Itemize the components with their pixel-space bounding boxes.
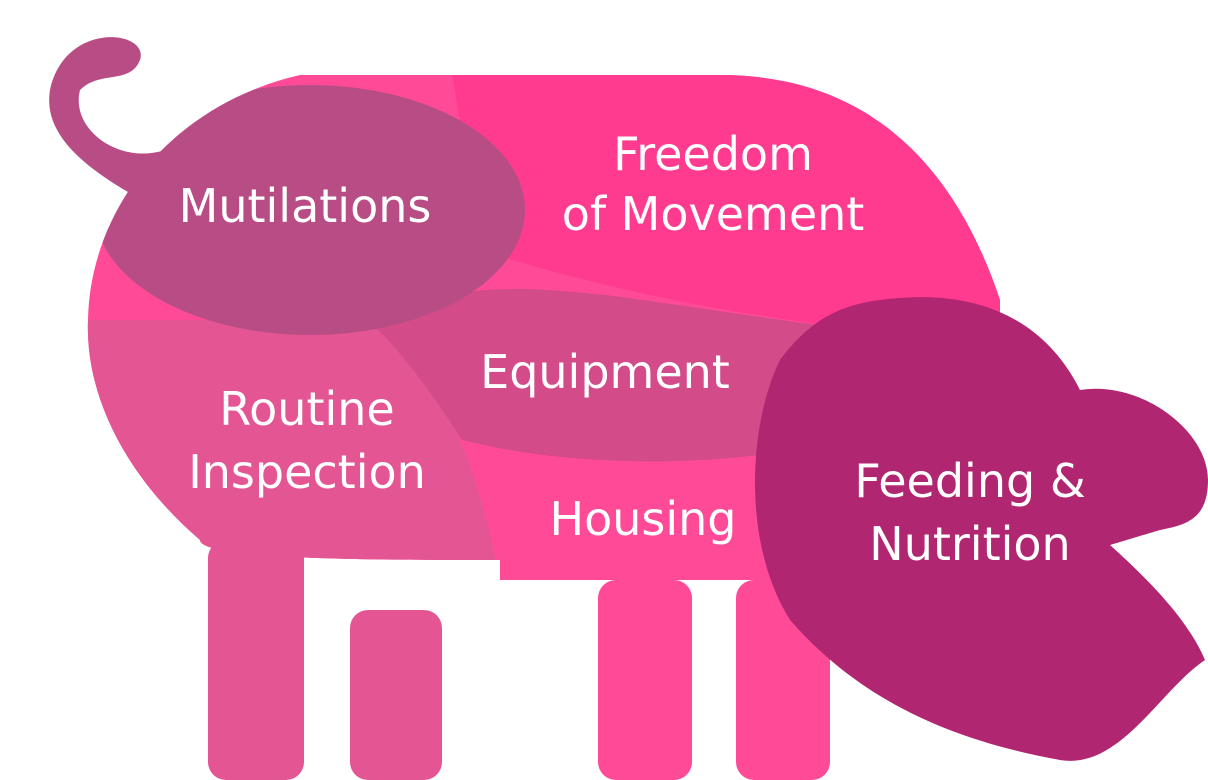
mutilations-region — [95, 85, 525, 335]
leg-back-left — [208, 540, 304, 780]
mutilations-label: Mutilations — [179, 179, 432, 233]
feeding-nutrition-region — [755, 297, 1208, 761]
feeding-nutrition-label-line1: Feeding & — [854, 454, 1085, 508]
freedom-of-movement-line2: of Movement — [562, 187, 865, 241]
routine-inspection-label-line1: Routine — [219, 382, 394, 436]
pig-legs — [208, 540, 830, 780]
leg-front-left — [598, 580, 692, 780]
equipment-label: Equipment — [480, 345, 730, 399]
housing-label: Housing — [550, 492, 737, 546]
feeding-nutrition-label-line2: Nutrition — [869, 517, 1070, 571]
equipment-region — [370, 289, 820, 462]
freedom-of-movement-label: Freedom — [613, 127, 813, 181]
routine-inspection-label-line2: Inspection — [188, 445, 426, 499]
leg-back-right — [350, 610, 442, 780]
freedom-of-movement-label-line2: of Movement — [562, 187, 865, 241]
freedom-of-movement-line1: Freedom — [613, 127, 813, 181]
